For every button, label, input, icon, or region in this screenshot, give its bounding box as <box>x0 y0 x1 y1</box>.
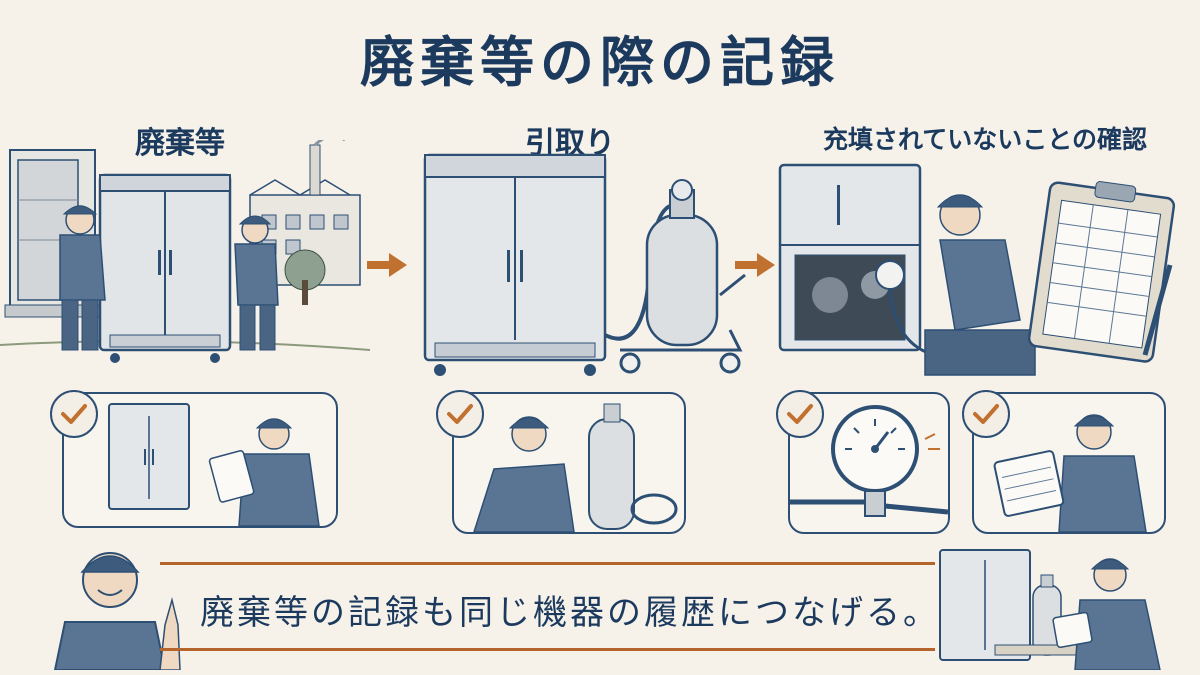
refrigerator-icon <box>98 173 232 363</box>
arrow-right-icon <box>735 253 775 277</box>
collection-scene <box>423 153 746 376</box>
detail-panel-disposal <box>62 392 338 528</box>
gas-cylinder-icon <box>1032 574 1062 656</box>
gas-cylinder-icon <box>588 403 678 530</box>
pressure-gauge-icon <box>790 405 948 517</box>
banner-top-line <box>160 562 935 565</box>
detail-panel-collection <box>452 392 686 534</box>
confirmation-scene <box>778 163 1176 376</box>
worker-icon <box>234 215 279 351</box>
banner-bottom-line <box>160 648 935 651</box>
clipboard-icon <box>1027 181 1176 363</box>
worker-icon <box>238 418 320 526</box>
checkmark-icon <box>776 390 824 438</box>
refrigerator-icon <box>108 403 190 510</box>
clipboard-icon <box>208 450 255 503</box>
worker-icon <box>1074 558 1161 670</box>
worker-icon <box>473 416 575 532</box>
disposal-scene <box>0 140 370 363</box>
arrow-right-icon <box>367 253 407 277</box>
checkmark-icon <box>50 390 98 438</box>
pressure-gauge-icon <box>875 260 936 357</box>
page-title: 廃棄等の際の記録 <box>360 31 840 94</box>
gas-cylinder-icon <box>619 179 746 374</box>
refrigerator-icon <box>939 549 1031 661</box>
worker-icon <box>924 194 1036 376</box>
checkmark-icon <box>436 390 484 438</box>
refrigerator-icon <box>423 153 607 376</box>
worker-recording-scene <box>939 549 1161 670</box>
clipboard-icon <box>993 450 1065 517</box>
worker-icon <box>1058 414 1147 532</box>
detail-panel-gauge <box>788 392 950 534</box>
checkmark-icon <box>962 390 1010 438</box>
banner-message: 廃棄等の記録も同じ機器の履歴につなげる。 <box>200 593 940 633</box>
refrigerator-icon <box>778 163 922 352</box>
step-label-confirmation: 充填されていないことの確認 <box>822 125 1147 154</box>
step-label-disposal: 廃棄等 <box>135 126 225 161</box>
worker-icon <box>59 205 106 351</box>
worker-pointing-icon <box>53 552 181 670</box>
clipboard-icon <box>1052 611 1093 648</box>
